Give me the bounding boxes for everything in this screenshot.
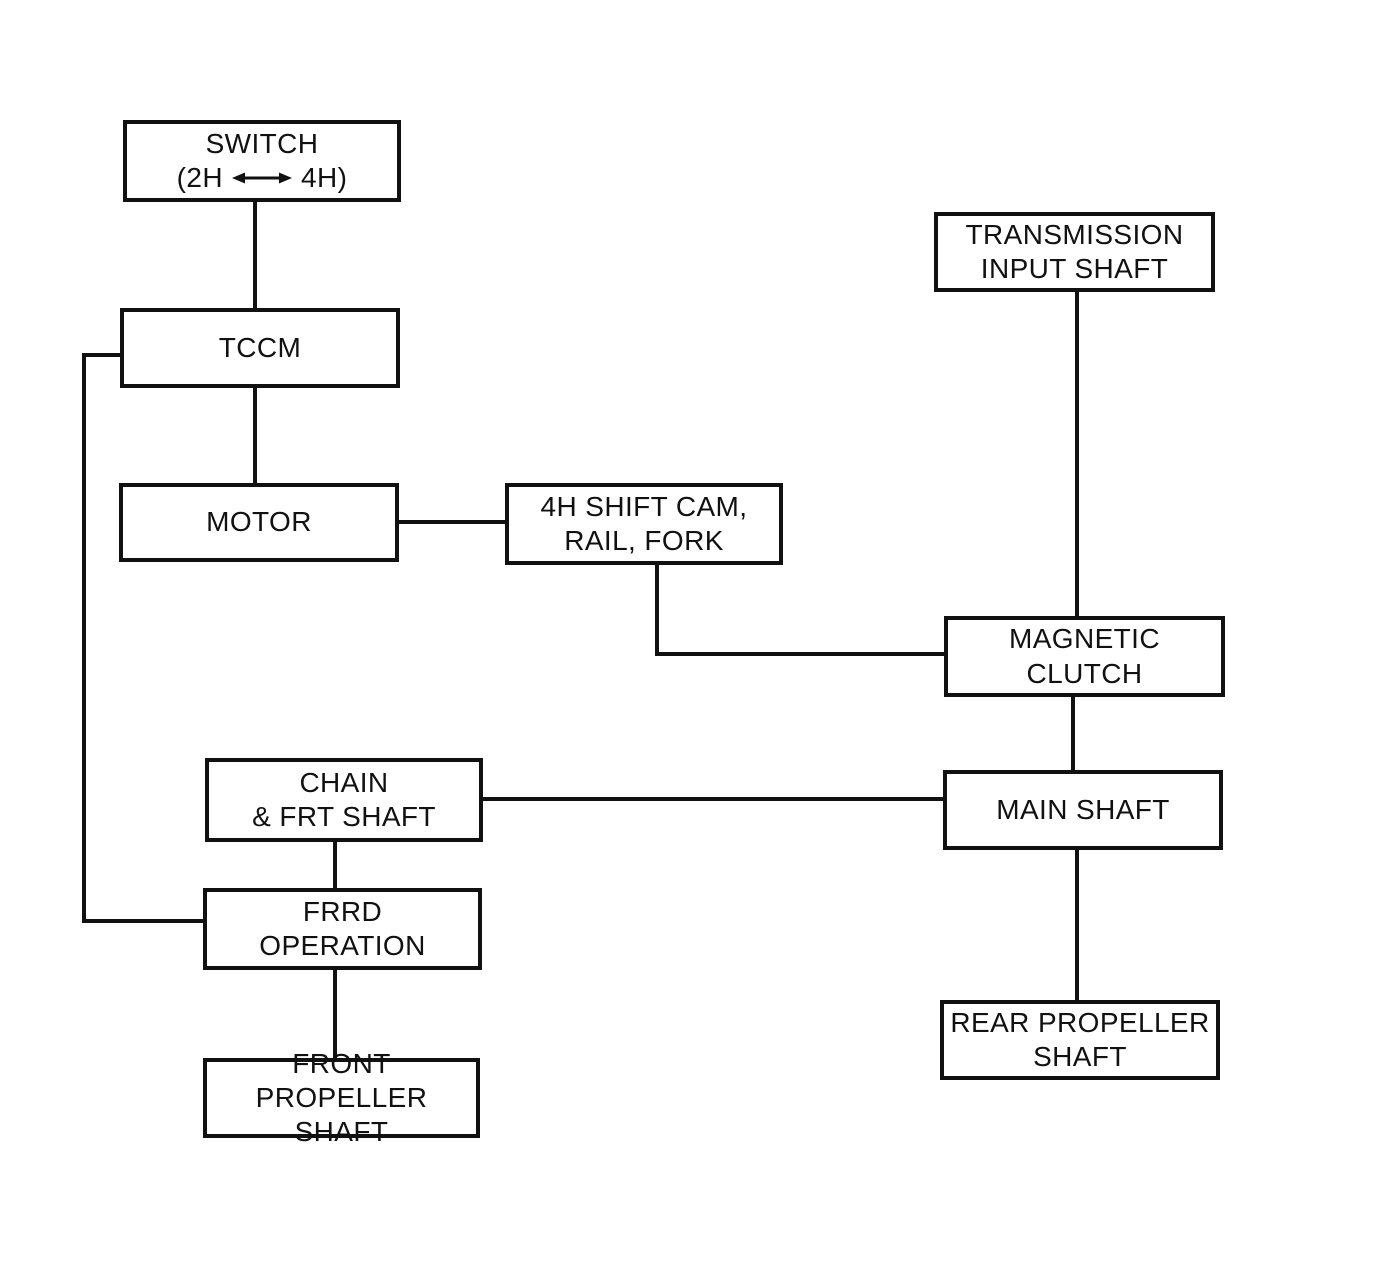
node-magnetic-clutch: MAGNETIC CLUTCH <box>944 616 1225 697</box>
node-front-propeller-shaft: FRONT PROPELLER SHAFT <box>203 1048 480 1147</box>
connector-chain-frrd <box>333 840 337 890</box>
connector-left-frrd <box>82 919 205 923</box>
connector-chain-mainshaft <box>481 797 945 801</box>
node-shift-cam-label-line1: 4H SHIFT CAM, <box>540 490 748 522</box>
node-transmission-label-line1: TRANSMISSION <box>965 218 1184 250</box>
node-chain-frt-shaft: CHAIN & FRT SHAFT <box>205 758 483 842</box>
connector-shiftcam-down <box>655 563 659 656</box>
node-motor: MOTOR <box>119 483 399 562</box>
connector-transmission-magnetic <box>1075 290 1079 618</box>
node-shift-cam: 4H SHIFT CAM, RAIL, FORK <box>505 483 783 565</box>
node-switch: SWITCH (2H 4H) <box>123 120 401 202</box>
node-switch-label-line2: (2H 4H) <box>177 161 348 195</box>
connector-switch-tccm <box>253 200 257 310</box>
switch-2h-text: (2H <box>176 162 223 193</box>
connector-shiftcam-magnetic <box>655 652 946 656</box>
connector-motor-shiftcam <box>397 520 507 524</box>
node-shift-cam-label-line2: RAIL, FORK <box>564 525 724 556</box>
connector-tccm-motor <box>253 386 257 485</box>
node-frrd-label-line2: OPERATION <box>259 930 426 961</box>
node-front-prop-label-line1: FRONT PROPELLER <box>255 1047 428 1113</box>
node-rear-prop-label-line2: SHAFT <box>1033 1041 1127 1072</box>
connector-left-down <box>82 353 86 923</box>
node-magnetic-label-line1: MAGNETIC <box>1009 623 1160 655</box>
connector-magnetic-mainshaft <box>1071 695 1075 772</box>
connector-tccm-left <box>82 353 122 357</box>
node-chain-label-line1: CHAIN <box>299 766 389 798</box>
node-transmission-input: TRANSMISSION INPUT SHAFT <box>934 212 1215 292</box>
node-frrd-operation: FRRD OPERATION <box>203 888 482 970</box>
switch-4h-text: 4H) <box>301 162 348 193</box>
node-switch-label-line1: SWITCH <box>205 127 319 159</box>
node-magnetic-label-line2: CLUTCH <box>1026 657 1143 689</box>
node-frrd-label-line1: FRRD <box>302 895 383 927</box>
connector-frrd-frontprop <box>333 968 337 1060</box>
node-motor-label: MOTOR <box>206 506 312 538</box>
node-rear-propeller-shaft: REAR PROPELLER SHAFT <box>940 1000 1220 1080</box>
double-arrow-icon <box>232 172 292 184</box>
node-tccm-label: TCCM <box>218 331 302 363</box>
node-front-prop-label-line2: SHAFT <box>294 1116 389 1148</box>
node-main-shaft-label: MAIN SHAFT <box>996 793 1170 825</box>
node-chain-label-line2: & FRT SHAFT <box>252 801 436 832</box>
node-rear-prop-label-line1: REAR PROPELLER <box>950 1006 1210 1038</box>
node-tccm: TCCM <box>120 308 400 388</box>
connector-mainshaft-rearprop <box>1075 848 1079 1002</box>
node-main-shaft: MAIN SHAFT <box>943 770 1223 850</box>
node-transmission-label-line2: INPUT SHAFT <box>980 253 1169 284</box>
